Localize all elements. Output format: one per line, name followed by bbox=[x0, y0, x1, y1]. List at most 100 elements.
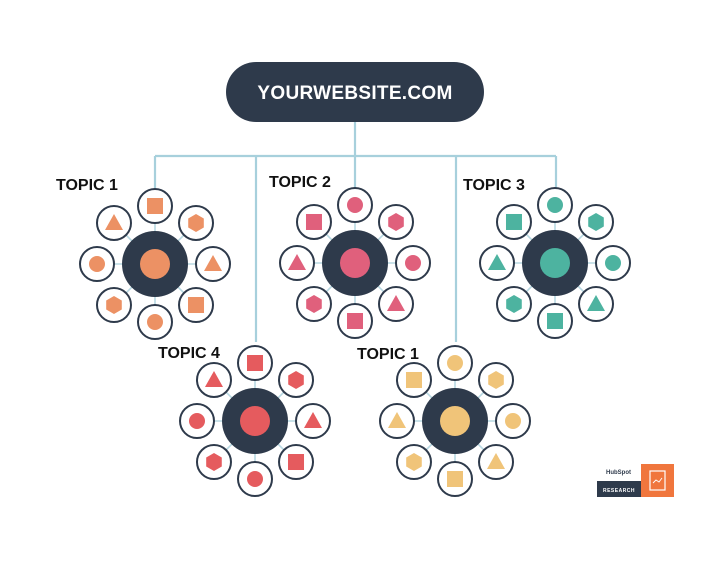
brand-name: HubSpot bbox=[606, 470, 631, 476]
square-icon bbox=[405, 371, 422, 388]
topic-cluster-5: TOPIC 1 bbox=[357, 345, 531, 497]
subtopic-node[interactable] bbox=[295, 203, 332, 240]
subtopic-node[interactable] bbox=[395, 444, 432, 481]
hexagon-icon bbox=[288, 370, 304, 389]
badge-dark-strip bbox=[597, 481, 641, 497]
subtopic-node[interactable] bbox=[337, 187, 373, 223]
subtopic-node[interactable] bbox=[178, 204, 215, 241]
subtopic-node[interactable] bbox=[378, 203, 415, 240]
subtopic-node[interactable] bbox=[195, 246, 231, 282]
hexagon-icon bbox=[506, 295, 522, 314]
topic-cluster-2: TOPIC 2 bbox=[269, 174, 431, 339]
hexagon-icon bbox=[106, 296, 122, 315]
subtopic-node[interactable] bbox=[495, 203, 532, 240]
subtopic-node[interactable] bbox=[395, 245, 431, 281]
triangle-icon bbox=[204, 255, 222, 271]
subtopic-node[interactable] bbox=[478, 444, 515, 481]
subtopic-node[interactable] bbox=[395, 361, 432, 398]
root-node[interactable]: YOURWEBSITE.COM bbox=[226, 62, 484, 122]
subtopic-node[interactable] bbox=[379, 403, 415, 439]
topic-hub-core bbox=[440, 406, 470, 436]
subtopic-node[interactable] bbox=[295, 286, 332, 323]
subtopic-node[interactable] bbox=[495, 286, 532, 323]
circle-icon bbox=[89, 256, 105, 272]
topic-hub-core bbox=[540, 248, 570, 278]
subtopic-node[interactable] bbox=[537, 187, 573, 223]
topic-label: TOPIC 4 bbox=[158, 345, 220, 362]
root-label: YOURWEBSITE.COM bbox=[257, 83, 452, 104]
hexagon-icon bbox=[188, 213, 204, 232]
subtopic-node[interactable] bbox=[578, 286, 615, 323]
triangle-icon bbox=[304, 412, 322, 428]
subtopic-node[interactable] bbox=[537, 303, 573, 339]
square-icon bbox=[288, 454, 305, 471]
subtopic-node[interactable] bbox=[378, 286, 415, 323]
subtopic-node[interactable] bbox=[595, 245, 631, 281]
topic-label: TOPIC 3 bbox=[463, 177, 525, 194]
square-icon bbox=[347, 313, 363, 329]
connector-lines bbox=[153, 122, 558, 342]
circle-icon bbox=[405, 255, 421, 271]
hexagon-icon bbox=[488, 370, 504, 389]
hexagon-icon bbox=[588, 212, 604, 231]
triangle-icon bbox=[104, 213, 123, 230]
document-icon-lines bbox=[652, 477, 663, 484]
hexagon-icon bbox=[206, 453, 222, 472]
triangle-icon bbox=[487, 453, 506, 470]
hexagon-icon bbox=[306, 295, 322, 314]
hexagon-icon bbox=[406, 453, 422, 472]
subtopic-node[interactable] bbox=[195, 361, 232, 398]
subtopic-node[interactable] bbox=[295, 403, 331, 439]
circle-icon bbox=[447, 355, 463, 371]
topic-label: TOPIC 2 bbox=[269, 174, 331, 191]
subtopic-node[interactable] bbox=[237, 345, 273, 381]
subtopic-node[interactable] bbox=[337, 303, 373, 339]
subtopic-node[interactable] bbox=[437, 345, 473, 381]
triangle-icon bbox=[388, 412, 406, 428]
triangle-icon bbox=[587, 295, 606, 312]
subtopic-node[interactable] bbox=[195, 444, 232, 481]
triangle-icon bbox=[488, 254, 506, 270]
circle-icon bbox=[547, 197, 563, 213]
topic-cluster-1: TOPIC 1 bbox=[56, 177, 231, 340]
square-icon bbox=[247, 355, 263, 371]
circle-icon bbox=[505, 413, 521, 429]
subtopic-node[interactable] bbox=[278, 444, 315, 481]
root-pill[interactable] bbox=[226, 62, 484, 122]
triangle-icon bbox=[387, 295, 406, 312]
document-icon bbox=[649, 470, 666, 491]
subtopic-node[interactable] bbox=[79, 246, 115, 282]
subtopic-node[interactable] bbox=[95, 204, 132, 241]
topic-hub-core bbox=[240, 406, 270, 436]
subtopic-node[interactable] bbox=[479, 245, 515, 281]
circle-icon bbox=[347, 197, 363, 213]
triangle-icon bbox=[204, 370, 223, 387]
circle-icon bbox=[189, 413, 205, 429]
subtopic-node[interactable] bbox=[179, 403, 215, 439]
subtopic-node[interactable] bbox=[95, 287, 132, 324]
topic-label: TOPIC 1 bbox=[56, 177, 118, 194]
subtopic-node[interactable] bbox=[137, 188, 173, 224]
hubspot-research-badge: HubSpot RESEARCH bbox=[597, 464, 674, 497]
subtopic-node[interactable] bbox=[437, 461, 473, 497]
subtopic-node[interactable] bbox=[478, 361, 515, 398]
topic-label: TOPIC 1 bbox=[357, 346, 419, 363]
subtopic-node[interactable] bbox=[237, 461, 273, 497]
subtopic-node[interactable] bbox=[178, 287, 215, 324]
subtopic-node[interactable] bbox=[278, 361, 315, 398]
subtopic-node[interactable] bbox=[578, 203, 615, 240]
subtopic-node[interactable] bbox=[137, 304, 173, 340]
brand-tagline: RESEARCH bbox=[603, 488, 635, 494]
square-icon bbox=[147, 198, 163, 214]
square-icon bbox=[305, 213, 322, 230]
square-icon bbox=[505, 213, 522, 230]
triangle-icon bbox=[288, 254, 306, 270]
topic-hub-core bbox=[140, 249, 170, 279]
circle-icon bbox=[605, 255, 621, 271]
topic-hub-core bbox=[340, 248, 370, 278]
square-icon bbox=[447, 471, 463, 487]
subtopic-node[interactable] bbox=[495, 403, 531, 439]
subtopic-node[interactable] bbox=[279, 245, 315, 281]
